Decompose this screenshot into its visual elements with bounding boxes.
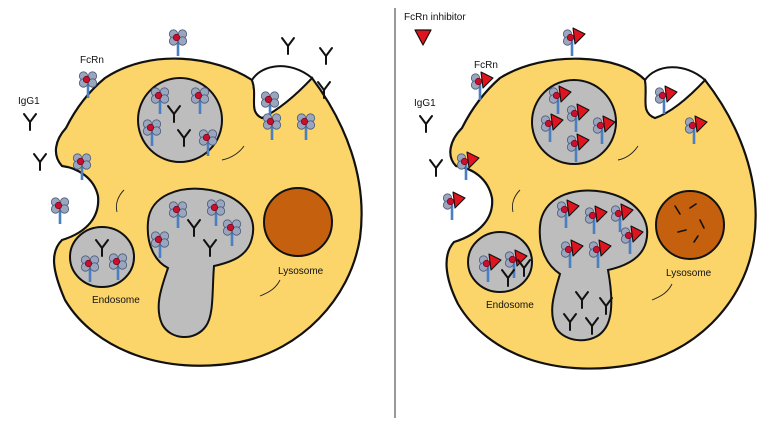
left-arrow-3: [259, 279, 281, 297]
fcrn-receptor-icon: [49, 196, 70, 226]
right-panel: FcRn inhibitor FcRn IgG1 Endosome Lysoso…: [404, 12, 757, 370]
label-endosome: Endosome: [486, 300, 534, 311]
right-arrow-1: [617, 145, 639, 161]
label-fcrn: FcRn: [80, 55, 104, 66]
right-endosome: [467, 231, 533, 293]
label-igg1: IgG1: [18, 96, 40, 107]
label-igg1: IgG1: [414, 98, 436, 109]
label-fcrn: FcRn: [474, 60, 498, 71]
fcrn-inhibitor-complex-icon: [441, 190, 467, 222]
left-top-vesicle: [137, 77, 223, 163]
degraded-igg-fragments: [674, 203, 705, 243]
igg1-antibody-icon: [33, 153, 47, 171]
label-fcrn-inhibitor: FcRn inhibitor: [404, 12, 466, 23]
fcrn-inhibitor-icon: [414, 29, 432, 46]
igg1-antibody-icon: [429, 159, 443, 177]
igg1-antibody-icon: [419, 115, 433, 133]
igg1-antibody-icon: [319, 47, 333, 65]
fcrn-inhibitor-complex-icon: [561, 26, 587, 58]
left-arrow-1: [221, 145, 245, 161]
label-lysosome: Lysosome: [666, 268, 712, 279]
right-arrow-2: [511, 189, 521, 213]
left-panel: FcRn IgG1 Endosome Lysosome: [18, 28, 363, 367]
left-arrow-2: [115, 189, 125, 213]
right-arrow-3: [651, 283, 673, 301]
fcrn-receptor-icon: [168, 28, 188, 58]
igg1-antibody-icon: [281, 37, 295, 55]
right-lysosome: [655, 190, 725, 260]
label-endosome: Endosome: [92, 295, 140, 306]
igg1-antibody-icon: [23, 113, 37, 131]
label-lysosome: Lysosome: [278, 266, 324, 277]
left-lysosome: [263, 187, 333, 257]
